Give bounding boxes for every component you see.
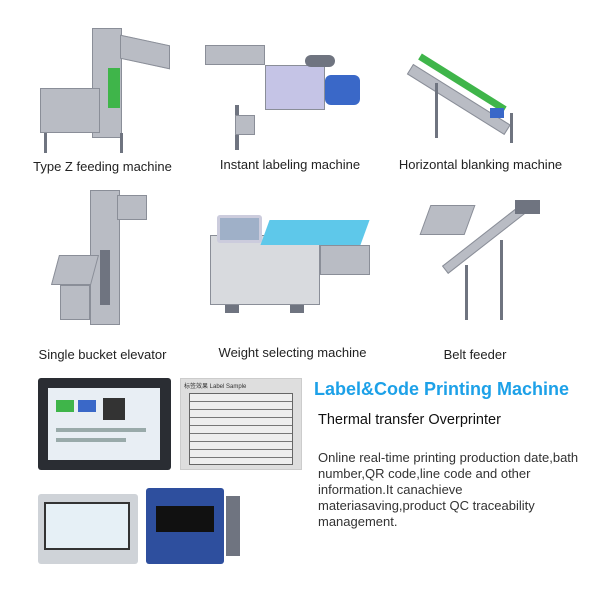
product-caption: Belt feeder [443, 347, 507, 362]
product-caption: Single bucket elevator [38, 347, 167, 362]
belt-feeder-image [419, 195, 545, 325]
labeling-machine-image [205, 35, 365, 150]
bucket-elevator-image [45, 190, 155, 330]
section-subtitle: Thermal transfer Overprinter [318, 412, 501, 428]
weight-selector-image [205, 205, 375, 330]
section-description: Online real-time printing production dat… [318, 450, 579, 529]
thermal-printer-image [38, 488, 242, 566]
label-sample-image: 标签效果 Label Sample [180, 378, 302, 470]
product-caption: Horizontal blanking machine [398, 157, 563, 172]
z-feeder-image [30, 28, 180, 153]
label-sample-heading: 标签效果 Label Sample [184, 384, 247, 390]
blanking-machine-image [405, 28, 535, 143]
section-title: Label&Code Printing Machine [314, 379, 570, 399]
printer-controller-image [38, 378, 171, 470]
product-caption: Weight selecting machine [218, 345, 367, 360]
product-caption: Instant labeling machine [219, 157, 361, 172]
product-caption: Type Z feeding machine [33, 159, 172, 174]
